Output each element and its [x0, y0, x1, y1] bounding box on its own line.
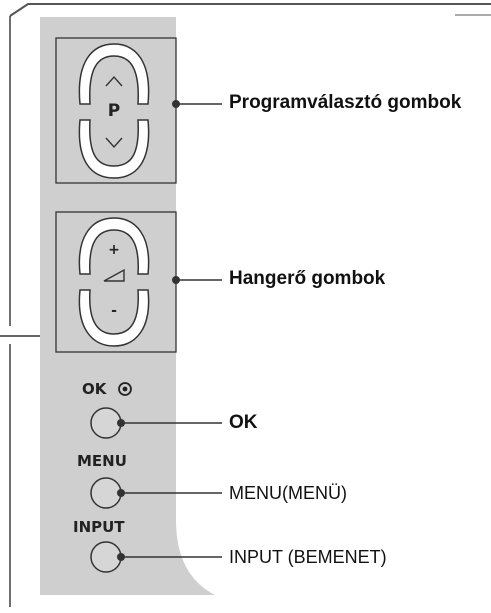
menu-button[interactable]	[90, 477, 122, 509]
volume-wedge-icon	[103, 268, 125, 282]
program-button-group: P	[55, 37, 222, 184]
volume-down-button[interactable]	[78, 289, 150, 347]
program-up-button[interactable]	[78, 43, 150, 105]
volume-buttons-label: Hangerő gombok	[229, 268, 386, 289]
ok-button-group: OK	[82, 380, 222, 439]
top-edge	[9, 3, 491, 17]
volume-button-group: + -	[55, 211, 222, 353]
input-button-group: INPUT	[73, 518, 222, 573]
control-panel	[40, 17, 215, 595]
plus-icon: +	[108, 242, 120, 258]
menu-button-group: MENU	[77, 452, 222, 509]
chevron-down-icon	[105, 137, 123, 149]
volume-up-button[interactable]	[78, 217, 150, 275]
minus-icon: -	[111, 303, 117, 319]
program-buttons-label: Programválasztó gombok	[229, 92, 462, 113]
menu-label: MENU(MENÜ)	[229, 483, 347, 503]
program-letter: P	[108, 101, 120, 121]
input-caption: INPUT	[73, 518, 125, 536]
program-down-button[interactable]	[78, 119, 150, 179]
ok-button[interactable]	[90, 407, 122, 439]
target-icon	[118, 382, 132, 396]
ok-caption: OK	[82, 380, 108, 398]
chevron-up-icon	[105, 75, 123, 87]
frame	[0, 3, 491, 607]
menu-caption: MENU	[77, 452, 127, 470]
ok-label: OK	[229, 412, 258, 433]
input-button[interactable]	[90, 541, 122, 573]
input-label: INPUT (BEMENET)	[229, 547, 387, 567]
